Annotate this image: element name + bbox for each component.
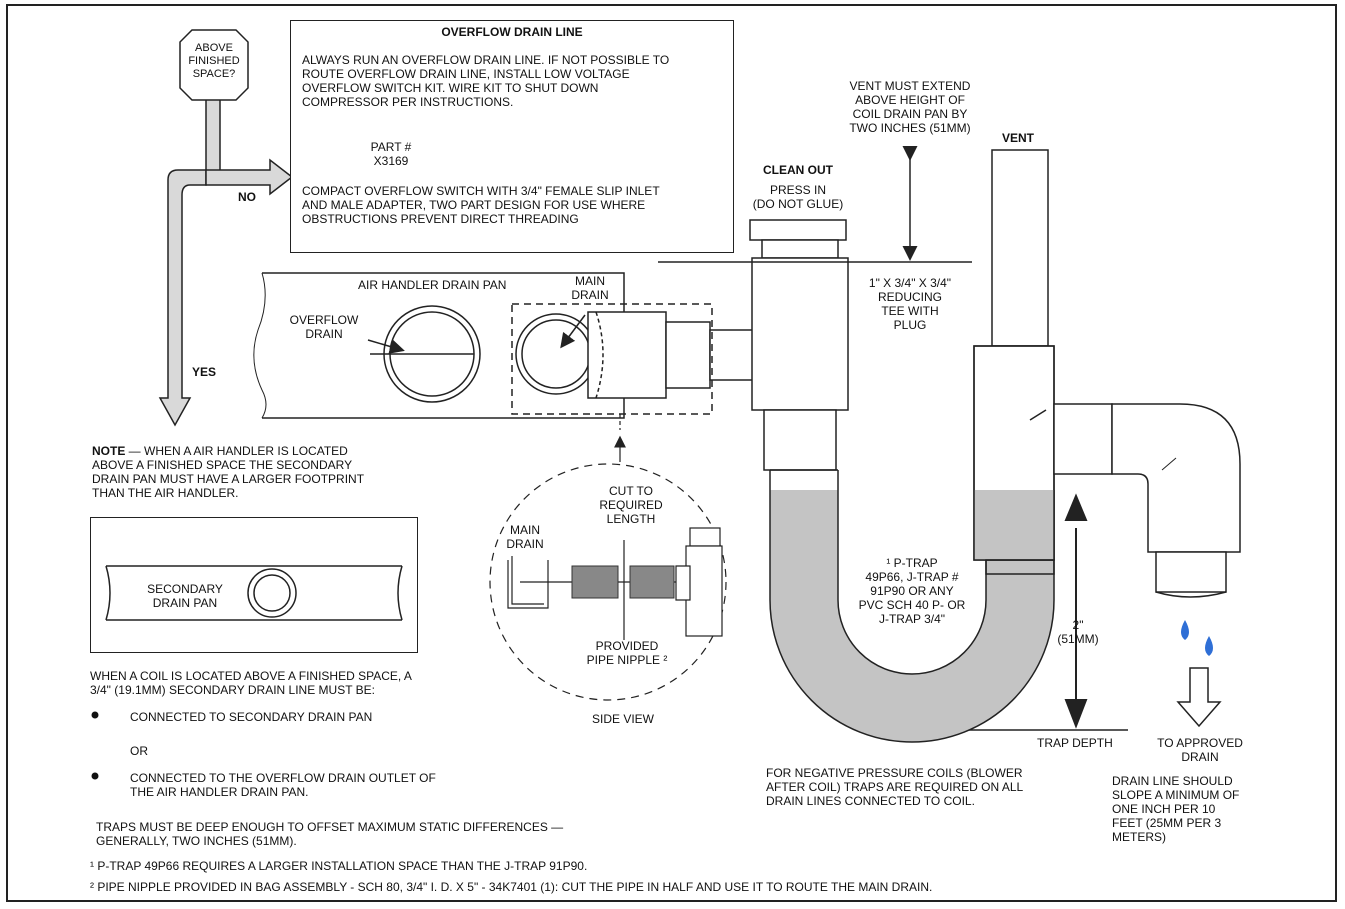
diagram-frame — [6, 4, 1337, 902]
trap-dimension: 2" (51MM) — [1057, 618, 1099, 646]
side-view-detail — [489, 414, 727, 701]
pipe-nipple-graphic — [571, 565, 675, 599]
pipe-nipple-label: PROVIDED PIPE NIPPLE ² — [586, 639, 668, 667]
to-approved-drain: TO APPROVED DRAIN — [1157, 736, 1243, 764]
yes-label: YES — [192, 365, 217, 379]
overflow-drain-label: OVERFLOW DRAIN — [289, 313, 359, 341]
secondary-pan-graphic — [105, 565, 403, 621]
clean-out-title: CLEAN OUT — [763, 163, 833, 177]
flow-arrows — [158, 97, 294, 427]
reducing-tee-label: 1" X 3/4" X 3/4" REDUCING TEE WITH PLUG — [868, 276, 952, 332]
overflow-drain-box — [290, 20, 734, 253]
side-main-drain-label: MAIN DRAIN — [506, 523, 544, 551]
secondary-pan-label: SECONDARY DRAIN PAN — [147, 582, 223, 610]
main-drain-label: MAIN DRAIN — [571, 274, 609, 302]
slope-note: DRAIN LINE SHOULD SLOPE A MINIMUM OF ONE… — [1112, 774, 1240, 844]
coil-note: WHEN A COIL IS LOCATED ABOVE A FINISHED … — [90, 669, 412, 697]
pan-title: AIR HANDLER DRAIN PAN — [358, 278, 507, 292]
side-view-caption: SIDE VIEW — [592, 712, 655, 726]
part-number-label: PART # X3169 — [370, 140, 412, 168]
question-label: ABOVE FINISHED SPACE? — [188, 42, 240, 80]
p-trap-label: ¹ P-TRAP 49P66, J-TRAP # 91P90 OR ANY PV… — [858, 556, 966, 626]
footnote-1: ¹ P-TRAP 49P66 REQUIRES A LARGER INSTALL… — [90, 859, 588, 873]
clean-out-tee — [749, 219, 849, 471]
footnote-2: ² PIPE NIPPLE PROVIDED IN BAG ASSEMBLY -… — [90, 880, 933, 894]
flow-stem — [205, 97, 221, 173]
side-view-fitting — [675, 527, 723, 637]
bullet-1 — [91, 711, 99, 719]
p-trap — [769, 469, 1055, 743]
vent-height-note: VENT MUST EXTEND ABOVE HEIGHT OF COIL DR… — [849, 79, 971, 135]
drain-elbow — [1053, 403, 1241, 598]
bullet-2 — [91, 772, 99, 780]
note-lead: NOTE — [92, 444, 126, 458]
no-arrow — [205, 158, 294, 196]
bullet-1-text: CONNECTED TO SECONDARY DRAIN PAN — [130, 710, 373, 724]
switch-description: COMPACT OVERFLOW SWITCH WITH 3/4" FEMALE… — [302, 184, 660, 226]
yes-arrow — [158, 169, 207, 427]
secondary-pan-box — [90, 517, 418, 653]
no-label: NO — [238, 190, 256, 204]
clean-out-sub: PRESS IN (DO NOT GLUE) — [752, 183, 844, 211]
overflow-box-intro: ALWAYS RUN AN OVERFLOW DRAIN LINE. IF NO… — [302, 53, 670, 109]
vent-label: VENT — [1002, 131, 1035, 145]
to-drain-arrow — [1176, 667, 1222, 728]
or-text: OR — [130, 744, 148, 758]
negative-pressure-note: FOR NEGATIVE PRESSURE COILS (BLOWER AFTE… — [766, 766, 1024, 808]
water-drops — [1181, 620, 1213, 656]
question-octagon — [179, 29, 249, 101]
traps-depth-note: TRAPS MUST BE DEEP ENOUGH TO OFFSET MAXI… — [96, 820, 564, 848]
cut-length-label: CUT TO REQUIRED LENGTH — [599, 484, 663, 526]
note-text: — WHEN A AIR HANDLER IS LOCATED ABOVE A … — [92, 444, 365, 500]
finished-space-note: NOTE — WHEN A AIR HANDLER IS LOCATED ABO… — [92, 444, 432, 500]
bullet-2-text: CONNECTED TO THE OVERFLOW DRAIN OUTLET O… — [130, 771, 436, 799]
overflow-box-title: OVERFLOW DRAIN LINE — [441, 25, 583, 39]
trap-depth-arrow — [1064, 493, 1088, 729]
trap-water — [770, 490, 1054, 742]
trap-depth-label: TRAP DEPTH — [1037, 736, 1113, 750]
